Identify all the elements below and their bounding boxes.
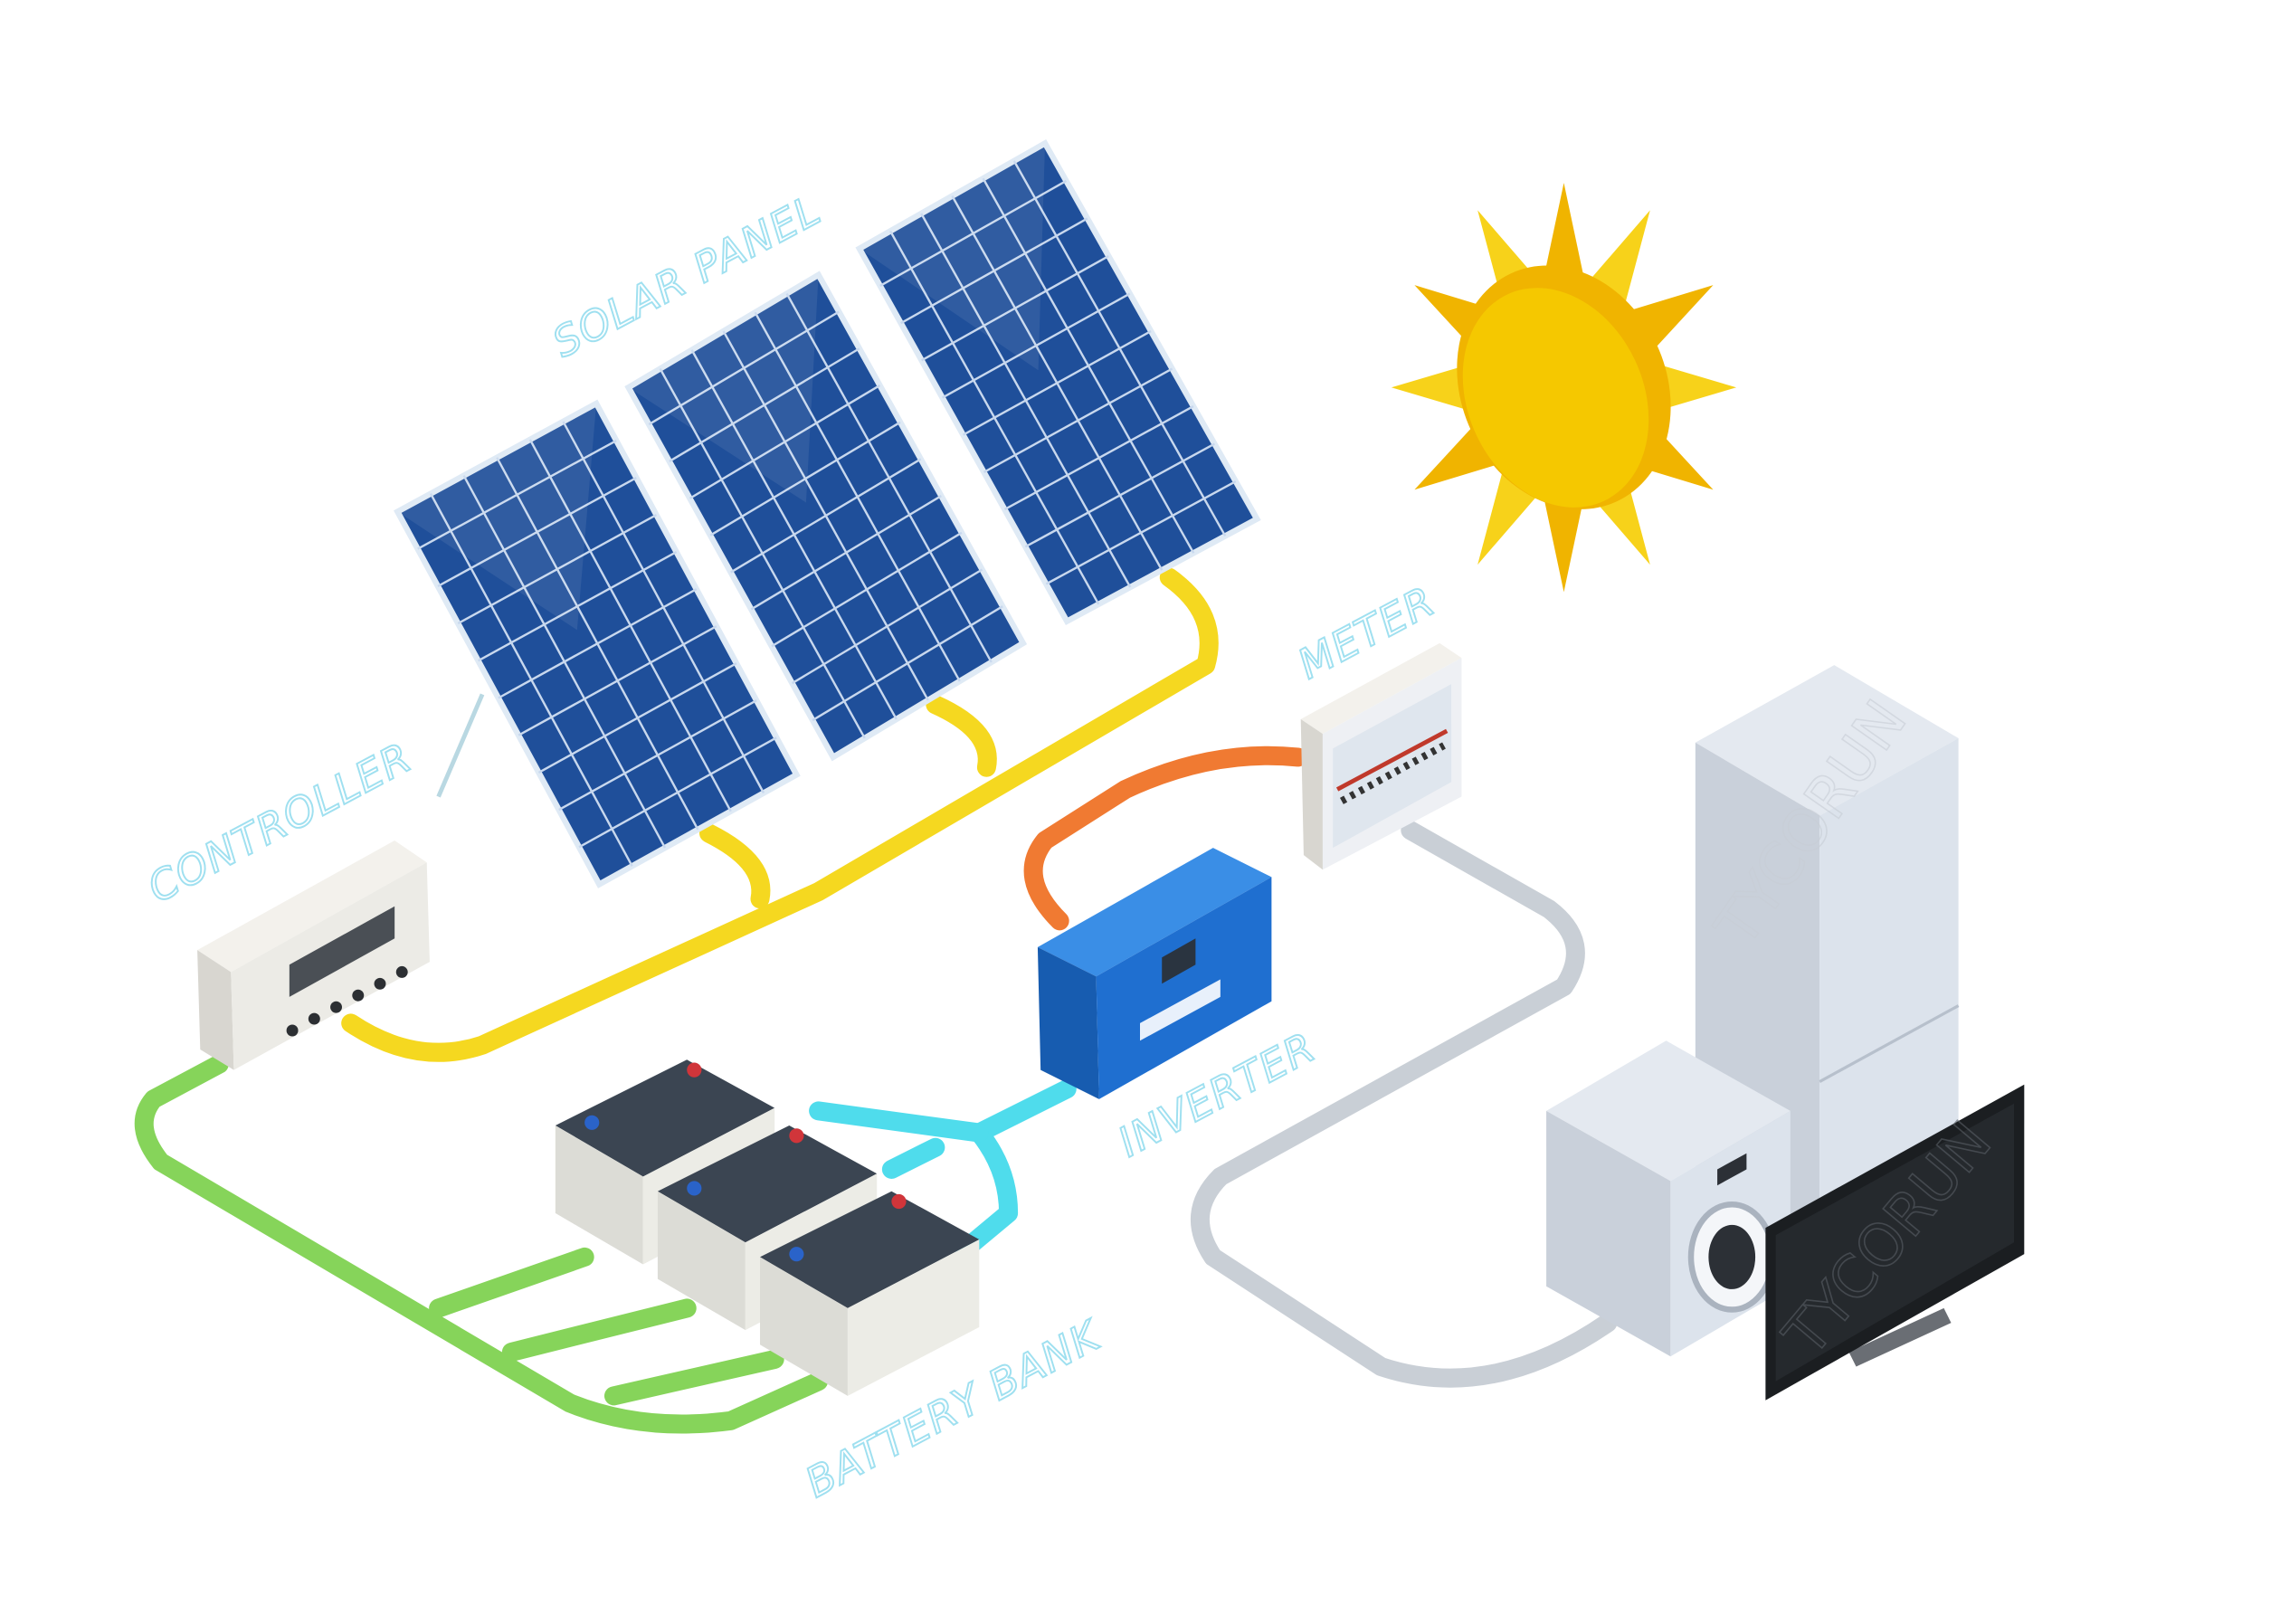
charge-controller — [197, 840, 430, 1070]
solar-panel — [855, 139, 1261, 626]
solar-wire-branch — [698, 823, 771, 909]
inverter — [1037, 848, 1272, 1099]
wires — [134, 567, 1618, 1434]
panel-stand — [436, 693, 485, 798]
inverter-display — [1162, 938, 1196, 984]
washing-machine — [1546, 1040, 1791, 1357]
load-wire — [1190, 821, 1618, 1388]
negative-terminal — [687, 1181, 702, 1196]
sun-ray — [1591, 210, 1650, 304]
inverter-battery-wire — [955, 1079, 1077, 1259]
solar-panel — [624, 271, 1028, 762]
solar-wire-branch — [926, 695, 997, 777]
battery — [760, 1191, 980, 1396]
inverter-meter-wire — [1023, 746, 1307, 931]
positive-terminal — [891, 1193, 907, 1210]
battery-wire-branch — [501, 1298, 697, 1362]
battery-wire — [134, 1054, 829, 1434]
solar-panels — [394, 139, 1261, 888]
battery-bank — [555, 1059, 980, 1396]
sun-icon — [1391, 183, 1737, 593]
meter-box — [1300, 642, 1462, 870]
solar-wire — [341, 567, 1219, 1062]
controller-display — [289, 906, 395, 997]
inverter-battery-wire — [809, 1101, 989, 1143]
solar-panel — [394, 399, 801, 888]
sun-ray — [1477, 470, 1537, 565]
sun-ray — [1544, 499, 1584, 593]
battery-wire-branch — [603, 1349, 784, 1406]
battery-wire-branch — [429, 1247, 594, 1318]
sun-ray — [1544, 183, 1584, 277]
inverter-battery-wire — [881, 1137, 945, 1179]
negative-terminal — [584, 1115, 600, 1130]
negative-terminal — [789, 1247, 804, 1262]
positive-terminal — [687, 1062, 702, 1078]
positive-terminal — [789, 1128, 804, 1144]
sun-ray — [1652, 362, 1737, 413]
sun-ray — [1391, 362, 1476, 413]
